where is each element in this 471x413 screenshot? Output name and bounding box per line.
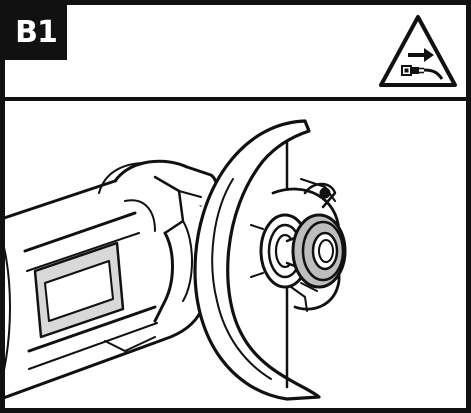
angle-grinder-drawing [5,119,347,401]
unplug-warning-icon [379,15,457,87]
grinder-illustration [5,101,466,408]
step-label: B1 [15,15,58,50]
step-badge: B1 [5,5,67,60]
panel-header: B1 [5,5,466,101]
